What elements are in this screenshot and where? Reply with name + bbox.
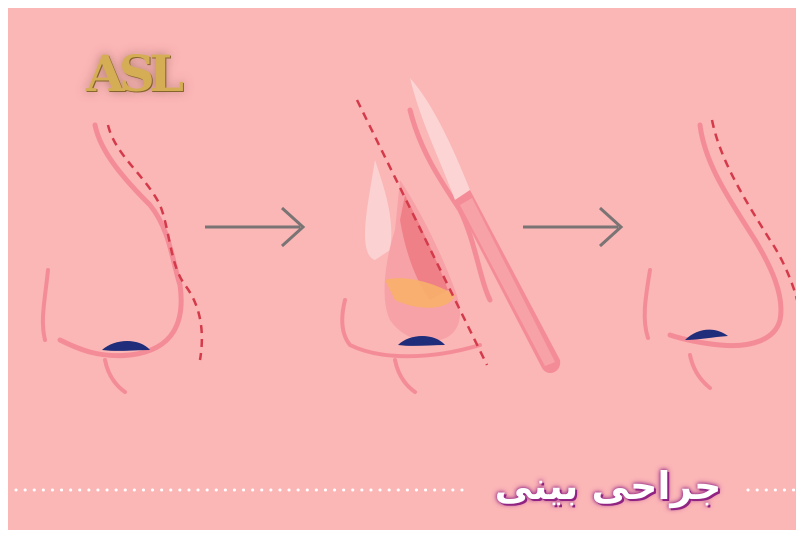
brand-logo: ASL bbox=[78, 34, 208, 114]
nose-after-icon bbox=[645, 120, 796, 388]
nose-before-icon bbox=[43, 125, 202, 392]
arrow-right-icon bbox=[205, 208, 303, 246]
arrow-right-icon bbox=[523, 208, 621, 246]
surgery-scalpel-icon bbox=[342, 78, 560, 392]
pink-panel: ASL جراحی بینی bbox=[8, 8, 796, 530]
logo-text: ASL bbox=[86, 44, 178, 103]
page-title: جراحی بینی bbox=[478, 456, 738, 516]
